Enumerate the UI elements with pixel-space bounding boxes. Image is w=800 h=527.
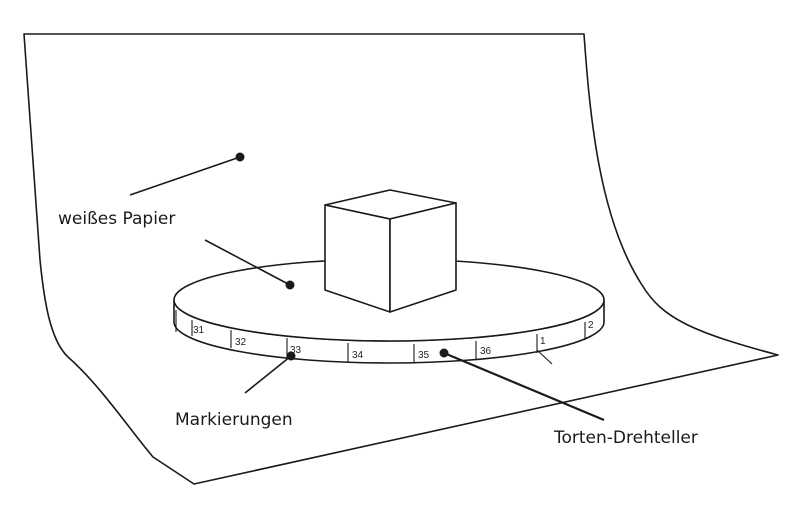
paper-label: weißes Papier: [58, 209, 175, 229]
markings-leader-line: [244, 355, 292, 394]
scale-label-36: 36: [480, 346, 492, 357]
turntable-surface-leader-dot: [285, 280, 295, 290]
scale-label-34: 34: [352, 350, 364, 361]
turntable-surface-leader-line: [204, 239, 291, 286]
turntable-leader-dot: [439, 348, 449, 358]
scale-ticks: [175, 310, 586, 365]
markings-label: Markierungen: [175, 410, 293, 430]
scale-label-2: 2: [588, 320, 594, 331]
scale-label-35: 35: [418, 350, 430, 361]
turntable-leader-line: [443, 351, 605, 422]
scale-labels: 31 32 33 34 35 36 1 2: [193, 320, 594, 361]
cube-side-face: [389, 202, 457, 313]
scale-label-31: 31: [193, 325, 205, 336]
paper-leader-line: [129, 156, 241, 196]
paper-leader-dot: [235, 152, 245, 162]
markings-leader-dot: [286, 351, 296, 361]
scale-label-33: 33: [290, 345, 302, 356]
leaders: [129, 152, 605, 422]
scale-label-1: 1: [540, 336, 546, 347]
turntable-label: Torten-Drehteller: [553, 428, 698, 448]
scale-pointer: [536, 349, 553, 365]
scale-label-32: 32: [235, 337, 247, 348]
cube: [324, 189, 457, 313]
